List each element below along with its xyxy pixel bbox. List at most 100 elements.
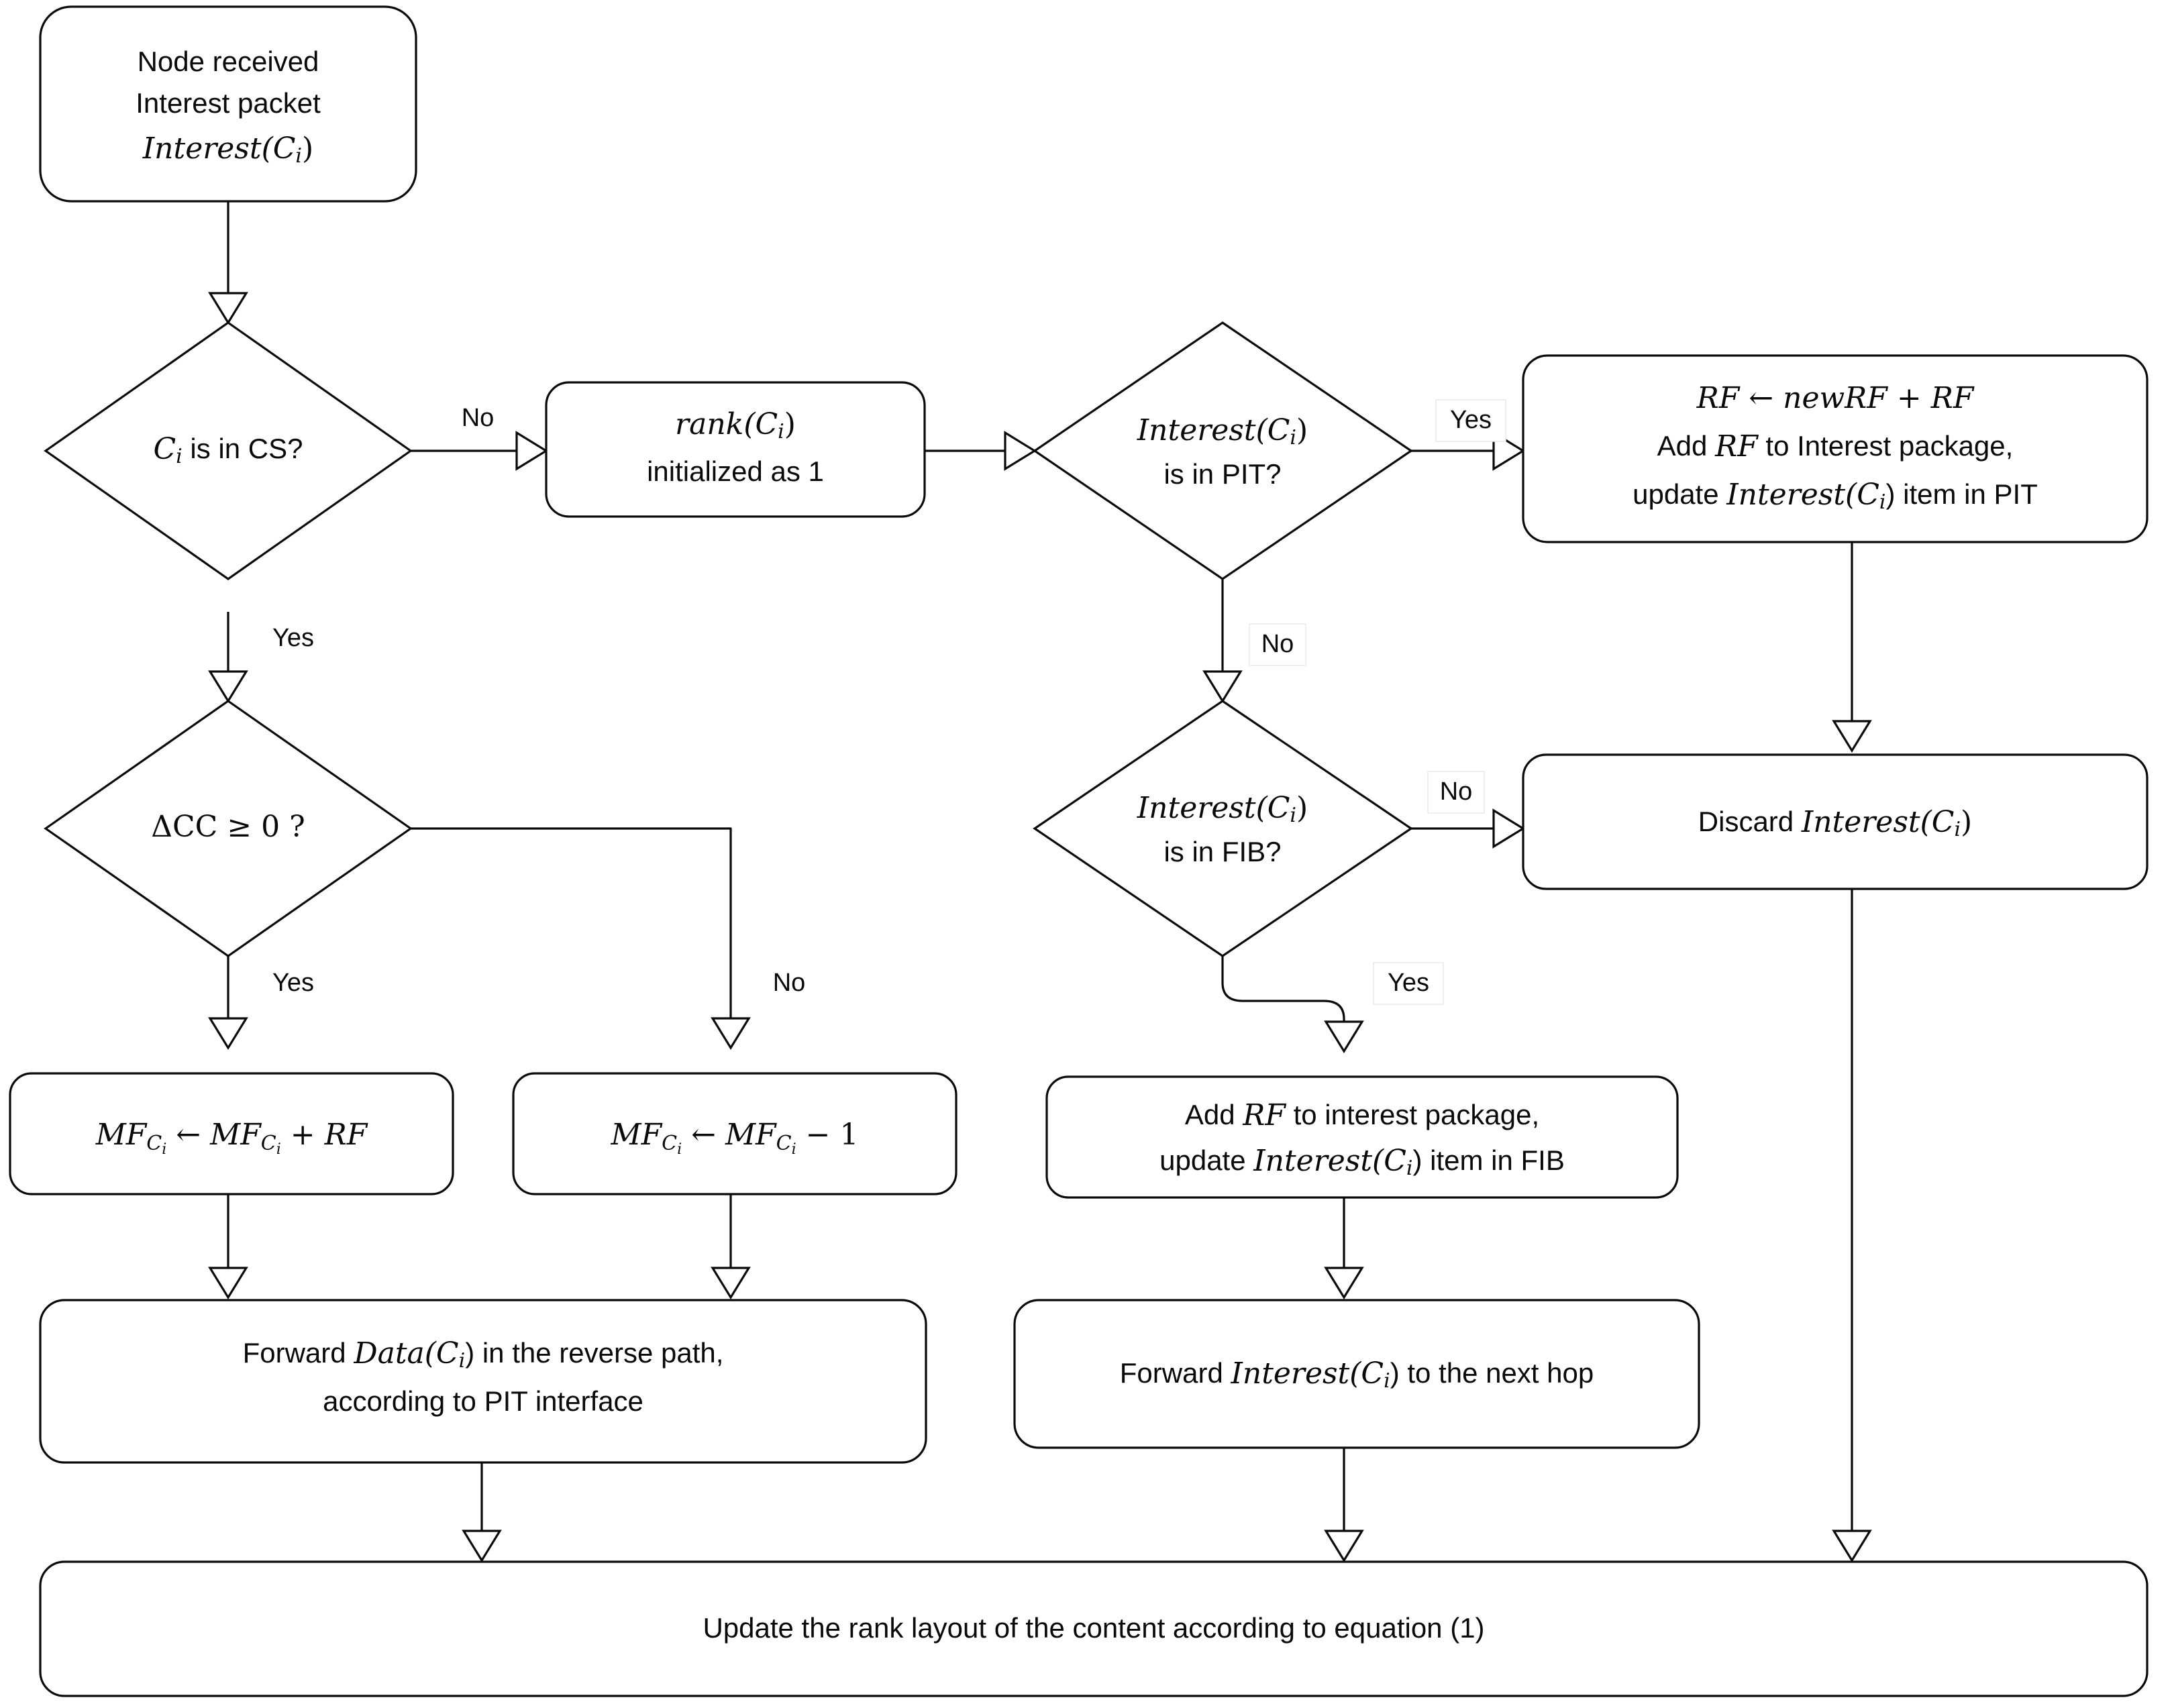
fwdint-a: Forward <box>1120 1357 1231 1389</box>
rank-init-line1: rank(Ci) <box>675 407 796 444</box>
edge-label-fib-no-bg <box>1427 771 1485 814</box>
node-mf-minus[interactable]: MFCi ← MFCi − 1 <box>512 1072 957 1195</box>
arrow-addrf-to-fwdint <box>1324 1267 1364 1300</box>
fwdint-b: Interest(C <box>1230 1356 1384 1391</box>
start-sub: i <box>295 144 302 168</box>
arrow-fwdint-to-update <box>1324 1530 1364 1563</box>
pit-sub: i <box>1290 426 1296 449</box>
cc-diamond-shape <box>44 700 413 957</box>
arrow-cc-no <box>711 1017 751 1051</box>
cc-b: ≥ 0 ? <box>217 810 305 844</box>
cc-label: ΔCC ≥ 0 ? <box>151 810 305 844</box>
mfm-d: − 1 <box>796 1118 859 1152</box>
start-shape <box>39 5 417 203</box>
arrow-cc-yes <box>208 1017 248 1051</box>
pit-tail: ) <box>1296 413 1308 447</box>
mfp-e: RF <box>324 1118 368 1152</box>
rf-l3-sub: i <box>1879 490 1886 514</box>
addrf-l2-b: Interest(C <box>1253 1144 1406 1178</box>
node-forward-interest[interactable]: Forward Interest(Ci) to the next hop <box>1013 1299 1700 1449</box>
decision-ci-in-cs[interactable]: Ci is in CS? <box>44 321 413 580</box>
addrf-l2-c: ) item in FIB <box>1412 1144 1564 1176</box>
discard-sub: i <box>1954 818 1961 841</box>
cs-sub: i <box>176 445 183 468</box>
rf-l1-e: RF <box>1930 381 1975 415</box>
fwdint-label: Forward Interest(Ci) to the next hop <box>1120 1356 1594 1393</box>
mf-minus-label: MFCi ← MFCi − 1 <box>611 1118 859 1159</box>
fwddata-line2: according to PIT interface <box>323 1385 643 1417</box>
node-add-rf-fib[interactable]: Add RF to interest package, update Inter… <box>1045 1075 1679 1199</box>
fwdint-sub: i <box>1384 1369 1390 1393</box>
start-line1: Node received <box>138 46 319 77</box>
discard-label: Discard Interest(Ci) <box>1698 805 1972 842</box>
rf-l2-b: RF <box>1714 429 1759 464</box>
arrow-mfminus-to-fwddata <box>711 1267 751 1300</box>
add-rf-fib-shape <box>1045 1075 1679 1199</box>
mfp-c: MF <box>209 1118 262 1152</box>
mf-minus-shape <box>512 1072 957 1195</box>
mf-plus-shape <box>9 1072 454 1195</box>
mfp-sub-c: C <box>261 1132 276 1155</box>
node-mf-plus[interactable]: MFCi ← MFCi + RF <box>9 1072 454 1195</box>
decision-interest-in-pit[interactable]: Interest(Ci) is in PIT? <box>1033 321 1413 580</box>
start-tail: ) <box>302 131 313 166</box>
forward-interest-shape <box>1013 1299 1700 1449</box>
mfm-c: MF <box>725 1118 777 1152</box>
rf-l3-a: update <box>1633 478 1726 510</box>
arrow-fwddata-to-update <box>462 1530 502 1563</box>
mfp-d: + <box>281 1118 325 1152</box>
rf-l1-d: + <box>1887 381 1931 415</box>
decision-interest-in-fib[interactable]: Interest(Ci) is in FIB? <box>1033 700 1413 957</box>
rf-l1-a: RF <box>1696 381 1741 415</box>
edge-label-fib-no: No <box>1440 778 1473 806</box>
node-update-rank[interactable]: Update the rank layout of the content ac… <box>39 1560 2149 1697</box>
node-start[interactable]: Node received Interest packet Interest(C… <box>39 5 417 203</box>
rf-l1-c: newRF <box>1783 381 1888 415</box>
edge-label-cc-yes: Yes <box>272 969 314 997</box>
mfm-sub-a2: i <box>677 1141 682 1158</box>
node-discard[interactable]: Discard Interest(Ci) <box>1522 753 2149 890</box>
rf-line1: RF ← newRF + RF <box>1696 381 1975 415</box>
pit-diamond-shape <box>1033 321 1413 580</box>
arrow-mfplus-to-fwddata <box>208 1267 248 1300</box>
rf-update-shape <box>1522 354 2149 543</box>
discard-a: Discard <box>1698 806 1802 837</box>
edge-label-fib-yes: Yes <box>1388 969 1429 997</box>
mfp-a: MF <box>95 1118 148 1152</box>
rank-math: rank(C <box>675 407 778 441</box>
fib-math: Interest(C <box>1137 791 1290 825</box>
mfm-sub-a: C <box>662 1132 677 1155</box>
forward-data-shape <box>39 1299 927 1464</box>
fib-sub: i <box>1290 804 1296 827</box>
addrf-l2-a: update <box>1159 1144 1253 1176</box>
mfp-sub-a2: i <box>162 1141 166 1158</box>
pit-line2: is in PIT? <box>1163 458 1281 490</box>
mfp-sub-c2: i <box>276 1141 281 1158</box>
start-line2: Interest packet <box>136 87 321 119</box>
node-rf-update-pit[interactable]: RF ← newRF + RF Add RF to Interest packa… <box>1522 354 2149 543</box>
decision-delta-cc[interactable]: ΔCC ≥ 0 ? <box>44 700 413 957</box>
start-math: Interest(C <box>142 131 296 166</box>
edge-label-pit-no-bg <box>1249 623 1306 666</box>
fib-tail: ) <box>1296 791 1308 825</box>
edge-label-cs-yes: Yes <box>272 624 314 652</box>
arrow-fib-yes <box>1324 1020 1364 1054</box>
mfm-b: ← <box>682 1118 725 1152</box>
cc-a: ΔCC <box>151 810 217 844</box>
arrow-fib-no <box>1492 808 1526 849</box>
start-line3: Interest(Ci) <box>142 131 313 168</box>
node-forward-data[interactable]: Forward Data(Ci) in the reverse path, ac… <box>39 1299 927 1464</box>
arrow-rf-to-discard <box>1832 720 1872 753</box>
rf-l3-b: Interest(C <box>1726 478 1879 512</box>
addrf-line1: Add RF to interest package, <box>1185 1098 1539 1132</box>
rf-line3: update Interest(Ci) item in PIT <box>1633 478 2038 515</box>
node-rank-init[interactable]: rank(Ci) initialized as 1 <box>545 381 926 518</box>
arrow-cs-yes <box>208 670 248 704</box>
fwddata-l1-a: Forward <box>243 1337 354 1369</box>
rank-init-line2: initialized as 1 <box>647 456 824 487</box>
arrow-start-to-cs <box>208 292 248 325</box>
rf-line2: Add RF to Interest package, <box>1657 429 2014 464</box>
cs-math: C <box>153 432 176 466</box>
edge-labels-layer: No Yes Yes No Yes No No Yes <box>272 399 1506 1005</box>
